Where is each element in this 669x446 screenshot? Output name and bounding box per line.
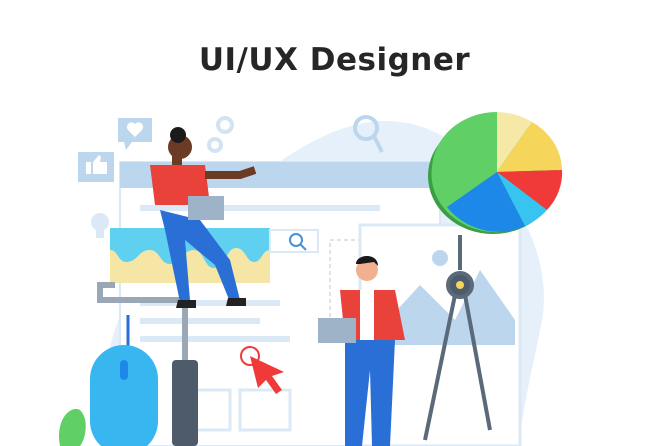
heart-icon (118, 118, 152, 150)
woman-figure (150, 127, 257, 308)
like-icon (78, 152, 114, 182)
mouse-icon (90, 315, 158, 446)
laptop-icon (188, 196, 224, 220)
roller-handle (97, 282, 188, 360)
gear-icon (207, 116, 234, 153)
laptop-icon (318, 318, 356, 343)
plant-leaf (59, 409, 86, 446)
lightbulb-icon (91, 213, 109, 238)
search-bar (269, 229, 319, 253)
page-title: UI/UX Designer (198, 42, 471, 78)
man-figure (318, 256, 405, 446)
pie-chart-icon (428, 111, 563, 234)
cursor-icon (240, 346, 284, 394)
roller-grip (172, 360, 198, 446)
compass-icon (423, 235, 492, 441)
search-icon (353, 115, 384, 153)
search-icon (289, 233, 303, 247)
